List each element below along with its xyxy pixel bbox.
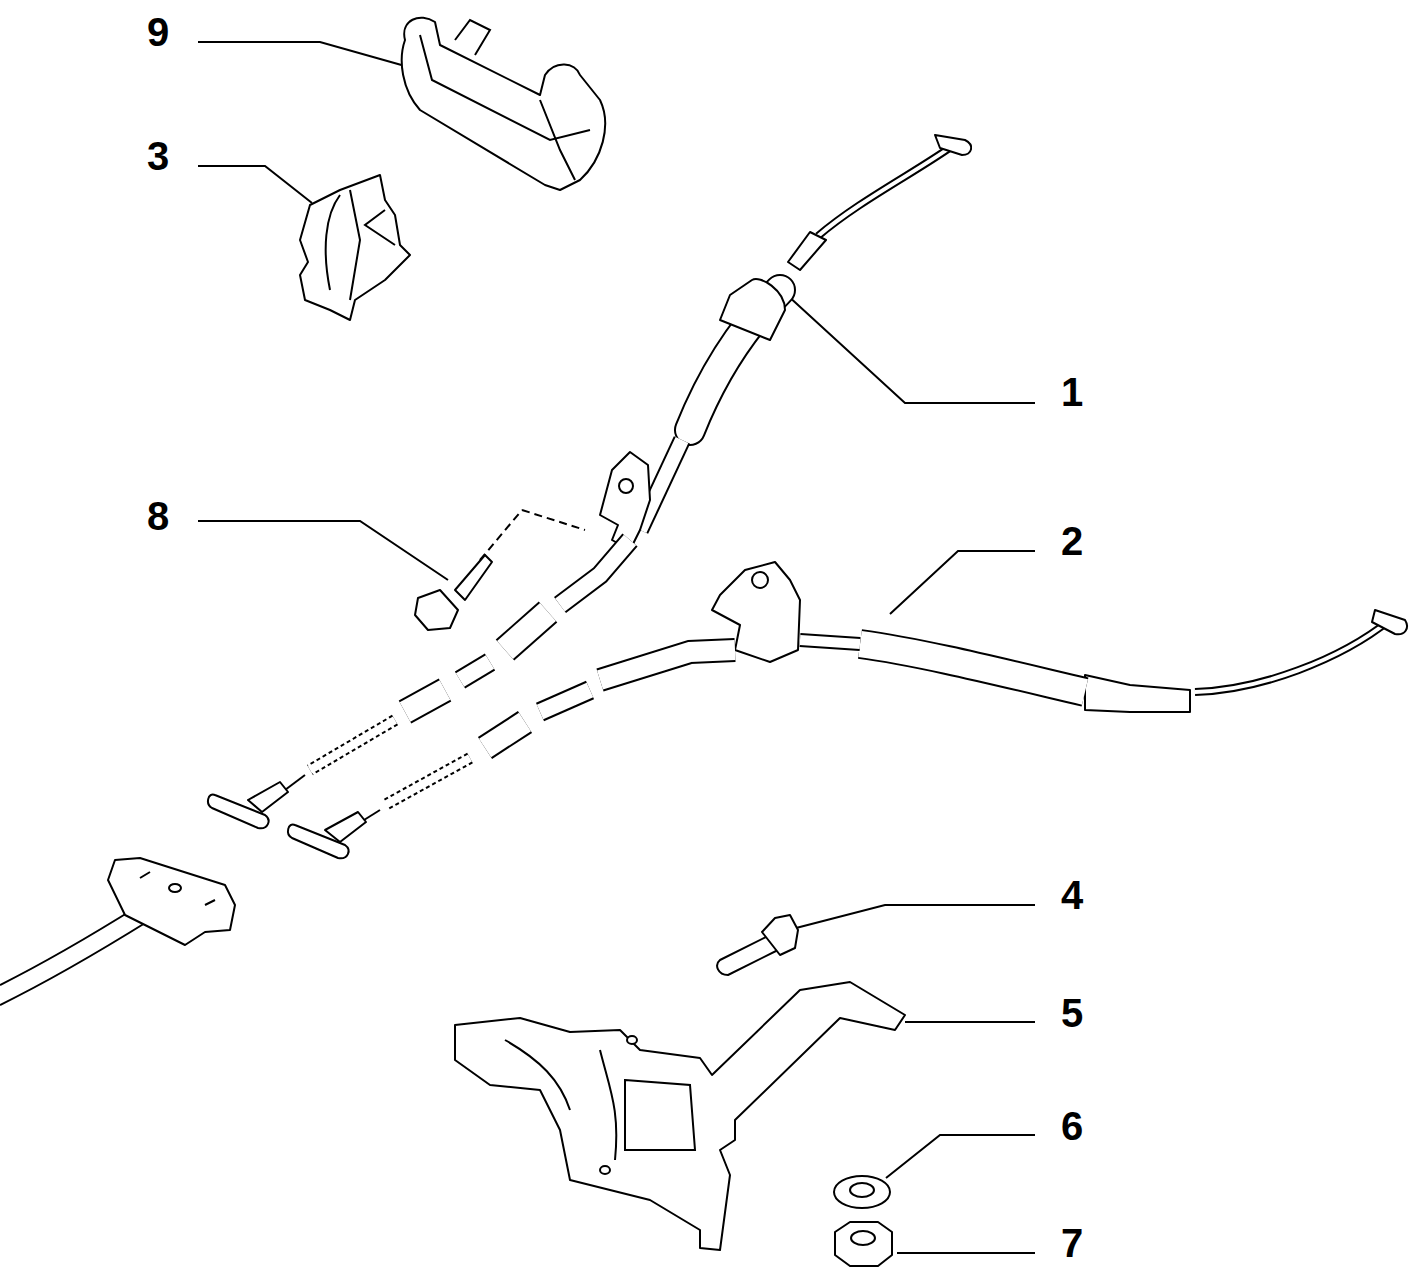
- callout-number: 7: [1061, 1223, 1083, 1263]
- brake-cable-2: [288, 562, 1407, 858]
- callout-number: 2: [1061, 521, 1083, 561]
- callout-number: 8: [147, 496, 169, 536]
- cable-clamp: [0, 858, 235, 1005]
- callout-number: 4: [1061, 875, 1083, 915]
- heat-shield-bracket: [455, 982, 905, 1250]
- callout-number: 5: [1061, 993, 1083, 1033]
- cable-clip: [402, 18, 605, 190]
- washer: [834, 1176, 890, 1208]
- callout-number: 9: [147, 12, 169, 52]
- brake-cable-1: [208, 135, 971, 828]
- callout-number: 1: [1061, 372, 1083, 412]
- cable-guide: [300, 175, 410, 320]
- callout-number: 6: [1061, 1106, 1083, 1146]
- nut: [835, 1222, 892, 1266]
- bolt: [717, 915, 798, 975]
- bolt: [415, 555, 492, 630]
- callout-number: 3: [147, 136, 169, 176]
